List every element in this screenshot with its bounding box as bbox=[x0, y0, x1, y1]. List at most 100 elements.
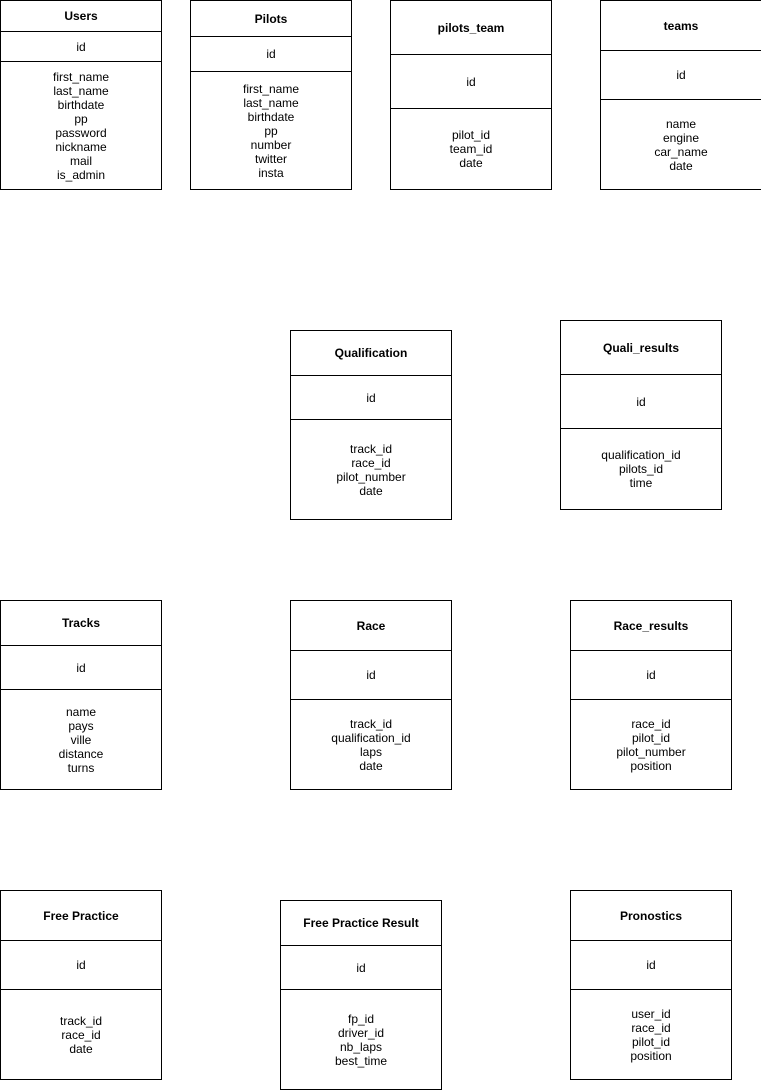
entity-title: Qualification bbox=[334, 346, 408, 360]
field-name: insta bbox=[258, 165, 284, 180]
field-name: ville bbox=[70, 732, 92, 747]
field-name: team_id bbox=[449, 142, 493, 156]
primary-key: id bbox=[291, 650, 451, 699]
field-name: first_name bbox=[242, 81, 300, 96]
field-name: track_id bbox=[349, 441, 393, 456]
field-name: twitter bbox=[254, 151, 287, 166]
field-name: track_id bbox=[349, 716, 393, 731]
field-name: date bbox=[359, 483, 383, 498]
field-name: name bbox=[665, 116, 697, 131]
primary-key: id bbox=[1, 940, 161, 989]
field-name: mail bbox=[69, 153, 92, 168]
field-name: position bbox=[630, 758, 672, 773]
field-name: race_id bbox=[351, 455, 391, 470]
field-name: pilots_id bbox=[618, 462, 664, 476]
entity-title: teams bbox=[663, 18, 699, 33]
field-name: nickname bbox=[55, 139, 107, 154]
field-name: pilot_id bbox=[631, 1034, 671, 1049]
primary-key: id bbox=[601, 50, 761, 99]
field-name: nb_laps bbox=[339, 1039, 383, 1054]
field-name: pp bbox=[264, 123, 278, 138]
field-name: user_id bbox=[631, 1006, 671, 1021]
field-name: qualification_id bbox=[601, 448, 681, 462]
entity-title: Race_results bbox=[613, 618, 689, 633]
field-name: distance bbox=[58, 746, 104, 761]
field-name: pilot_number bbox=[616, 744, 686, 759]
field-name: position bbox=[630, 1048, 672, 1063]
primary-key: id bbox=[391, 54, 551, 108]
field-name: name bbox=[65, 704, 97, 719]
field-name: car_name bbox=[654, 144, 708, 159]
field-name: pilot_id bbox=[451, 128, 491, 142]
primary-key: id bbox=[571, 940, 731, 989]
field-name: driver_id bbox=[337, 1025, 385, 1040]
field-name: fp_id bbox=[347, 1011, 375, 1026]
field-name: race_id bbox=[631, 1020, 671, 1035]
entity-title: pilots_team bbox=[437, 20, 505, 35]
entity-title: Pronostics bbox=[619, 908, 682, 923]
primary-key: id bbox=[191, 36, 351, 71]
primary-key: id bbox=[291, 375, 451, 419]
field-name: best_time bbox=[334, 1053, 388, 1068]
field-name: password bbox=[55, 125, 107, 140]
entity-title: Pilots bbox=[254, 11, 288, 26]
entity-title: Free Practice Result bbox=[303, 916, 419, 930]
entity-title: Free Practice bbox=[43, 908, 119, 923]
primary-key: id bbox=[1, 31, 161, 61]
field-name: pays bbox=[68, 718, 94, 733]
field-name: first_name bbox=[52, 69, 110, 84]
entity-title: Race bbox=[356, 618, 386, 633]
field-name: pp bbox=[74, 111, 88, 126]
field-name: track_id bbox=[59, 1013, 103, 1028]
entity-title: Users bbox=[64, 9, 98, 23]
field-name: date bbox=[359, 758, 383, 773]
field-name: time bbox=[629, 476, 653, 490]
field-name: laps bbox=[359, 744, 382, 759]
field-name: turns bbox=[67, 760, 95, 775]
field-name: qualification_id bbox=[331, 730, 411, 745]
field-name: last_name bbox=[243, 95, 299, 110]
field-name: engine bbox=[662, 130, 700, 145]
entity-title: Tracks bbox=[61, 616, 101, 630]
field-name: is_admin bbox=[56, 167, 106, 182]
field-name: pilot_number bbox=[336, 469, 406, 484]
field-name: pilot_id bbox=[631, 730, 671, 745]
primary-key: id bbox=[281, 945, 441, 989]
field-name: race_id bbox=[631, 716, 671, 731]
field-name: last_name bbox=[53, 83, 109, 98]
primary-key: id bbox=[571, 650, 731, 699]
primary-key: id bbox=[1, 645, 161, 689]
entity-title: Quali_results bbox=[602, 340, 680, 355]
field-name: number bbox=[250, 137, 292, 152]
primary-key: id bbox=[561, 374, 721, 428]
field-name: birthdate bbox=[57, 97, 105, 112]
field-name: date bbox=[669, 158, 693, 173]
field-name: date bbox=[69, 1041, 93, 1056]
field-name: race_id bbox=[61, 1027, 101, 1042]
field-name: birthdate bbox=[247, 109, 295, 124]
